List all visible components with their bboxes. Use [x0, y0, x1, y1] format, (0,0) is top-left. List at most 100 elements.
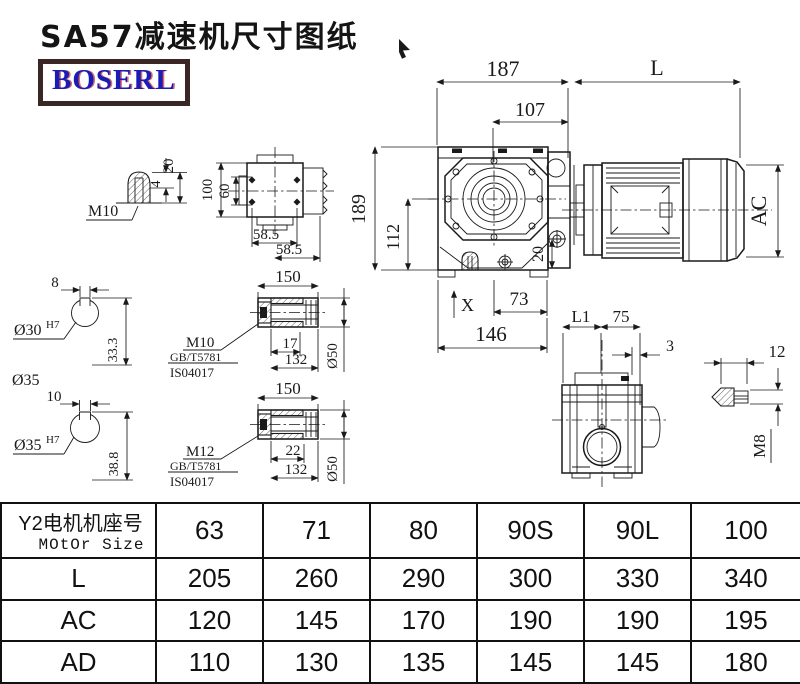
shaft1-dim-132: 132 — [270, 329, 319, 372]
bore1-dim-333: 33.3 — [92, 297, 132, 366]
brand-logo-text: BOSERL — [52, 64, 176, 96]
flange-dim-585a-label: 58.5 — [253, 227, 279, 243]
table-cell: 145 — [262, 598, 371, 643]
bore2-dim-10: 10 — [47, 389, 110, 411]
table-cell: 195 — [690, 598, 800, 643]
shaft2-std2-label: IS04017 — [170, 474, 215, 489]
table-cell: 330 — [583, 557, 692, 601]
side-dim-L1-label: L1 — [572, 307, 591, 326]
table-header-row: Y2电机机座号 MOtOr Size 63 71 80 90S 90L 100 — [0, 502, 800, 559]
shaft1-dim-dia50: Ø50 — [320, 288, 350, 372]
main-dim-107: 107 — [492, 99, 569, 165]
main-dim-187: 187 — [436, 56, 569, 158]
motor-size-header-cell: Y2电机机座号 MOtOr Size — [0, 502, 157, 559]
table-cell: 190 — [476, 598, 585, 643]
table-row-L: L 205 260 290 300 330 340 — [0, 557, 800, 601]
table-cell: 120 — [155, 598, 264, 643]
shaft2-dim-22: 22 — [270, 441, 305, 463]
main-dim-187-label: 187 — [487, 56, 520, 81]
shaft1-dim-dia50-label: Ø50 — [325, 343, 341, 369]
main-dim-189-label: 189 — [348, 194, 370, 224]
size-col-header: 71 — [262, 502, 371, 559]
side-view: L1 75 3 — [552, 307, 674, 487]
size-col-header: 80 — [369, 502, 478, 559]
shaft1-bolt-note: M10 GB/T5781 IS04017 — [168, 323, 259, 380]
flange-dim-585b: 58.5 — [274, 216, 321, 262]
shaft2-dim-132-label: 132 — [285, 462, 308, 478]
bolt-view: 12 M8 — [704, 342, 786, 463]
cursor-artifact — [399, 39, 410, 59]
table-cell: 180 — [690, 640, 800, 684]
bolt-dim-M8-label: M8 — [750, 434, 769, 458]
flange-dim-585a: 58.5 — [251, 208, 298, 247]
main-dim-112-label: 112 — [383, 224, 403, 250]
shaft1-bolt-label: M10 — [186, 335, 214, 351]
flange-dim-60: 60 — [217, 176, 252, 206]
table-cell: 260 — [262, 557, 371, 601]
table-cell: 110 — [155, 640, 264, 684]
table-row-AC: AC 120 145 170 190 190 195 — [0, 598, 800, 643]
table-cell: 135 — [369, 640, 478, 684]
motor-size-table: Y2电机机座号 MOtOr Size 63 71 80 90S 90L 100 … — [0, 502, 800, 684]
bore-view-1: 8 Ø30 H7 33.3 Ø35 — [12, 275, 132, 389]
shaft2-bolt-label: M12 — [186, 444, 214, 460]
main-dim-AC-label: AC — [746, 196, 771, 227]
bore2-dim-388-label: 38.8 — [107, 452, 122, 477]
dimension-drawing: M10 4 20 — [12, 39, 786, 489]
bore1-dim-333-label: 33.3 — [106, 338, 121, 363]
flange-dim-100-label: 100 — [200, 179, 216, 202]
bore2-tol-label: H7 — [46, 434, 60, 446]
main-dim-X-label: X — [461, 295, 474, 315]
shaft1-dim-17-label: 17 — [283, 336, 299, 352]
shaft2-dim-22-label: 22 — [286, 443, 301, 459]
shaft2-dim-150: 150 — [257, 379, 319, 412]
plug-thread-label: M10 — [88, 203, 118, 220]
shaft2-dim-132: 132 — [270, 441, 319, 482]
shaft2-dim-dia50: Ø50 — [320, 400, 350, 484]
bolt-dim-M8: M8 — [750, 368, 783, 463]
side-dim-L1: L1 — [562, 307, 641, 405]
table-row-AD: AD 110 130 135 145 145 180 — [0, 640, 800, 684]
row-label: L — [0, 557, 157, 601]
side-dim-75: 75 — [600, 307, 641, 330]
table-cell: 145 — [476, 640, 585, 684]
table-cell: 190 — [583, 598, 692, 643]
plug-dim-20-label: 20 — [161, 159, 177, 174]
shaft2-bolt-note: M12 GB/T5781 IS04017 — [168, 435, 259, 489]
main-dim-L-label: L — [650, 55, 663, 80]
main-dim-AC: AC — [746, 164, 784, 258]
motor-size-header-cn: Y2电机机座号 — [18, 513, 143, 535]
table-cell: 145 — [583, 640, 692, 684]
size-col-header: 100 — [690, 502, 800, 559]
bore1-outer-label: Ø35 — [12, 372, 40, 389]
bore1-dia-label: Ø30 — [14, 322, 42, 339]
bore-view-2: 10 Ø35 H7 38.8 — [13, 389, 133, 481]
bore1-dim-8-label: 8 — [51, 275, 59, 291]
table-cell: 130 — [262, 640, 371, 684]
shaft1-std2-label: IS04017 — [170, 365, 215, 380]
main-dim-73-label: 73 — [510, 289, 529, 310]
main-dim-20-label: 20 — [530, 246, 547, 262]
main-view: 187 L 107 189 112 — [348, 55, 784, 353]
main-dim-112: 112 — [383, 198, 436, 271]
motor-size-header-en: MOtOr Size — [38, 536, 145, 554]
shaft1-dim-132-label: 132 — [285, 352, 308, 368]
row-label: AD — [0, 640, 157, 684]
shaft1-std1-label: GB/T5781 — [170, 350, 221, 364]
bore1-tol-label: H7 — [46, 319, 60, 331]
plug-dim-20: 20 — [161, 159, 187, 204]
bore2-dim-10-label: 10 — [47, 389, 62, 405]
table-cell: 340 — [690, 557, 800, 601]
table-cell: 205 — [155, 557, 264, 601]
main-dim-L: L — [574, 55, 741, 158]
size-col-header: 90L — [583, 502, 692, 559]
bore2-dia-label: Ø35 — [14, 437, 42, 454]
main-dim-189: 189 — [348, 146, 440, 271]
bolt-dim-12: 12 — [704, 342, 786, 384]
shaft1-dim-150-label: 150 — [275, 267, 301, 286]
flange-dim-100: 100 — [200, 162, 247, 218]
side-dim-3: 3 — [612, 338, 674, 375]
bore1-dim-8: 8 — [51, 275, 109, 297]
table-cell: 300 — [476, 557, 585, 601]
shaft2-dim-dia50-label: Ø50 — [325, 456, 341, 482]
